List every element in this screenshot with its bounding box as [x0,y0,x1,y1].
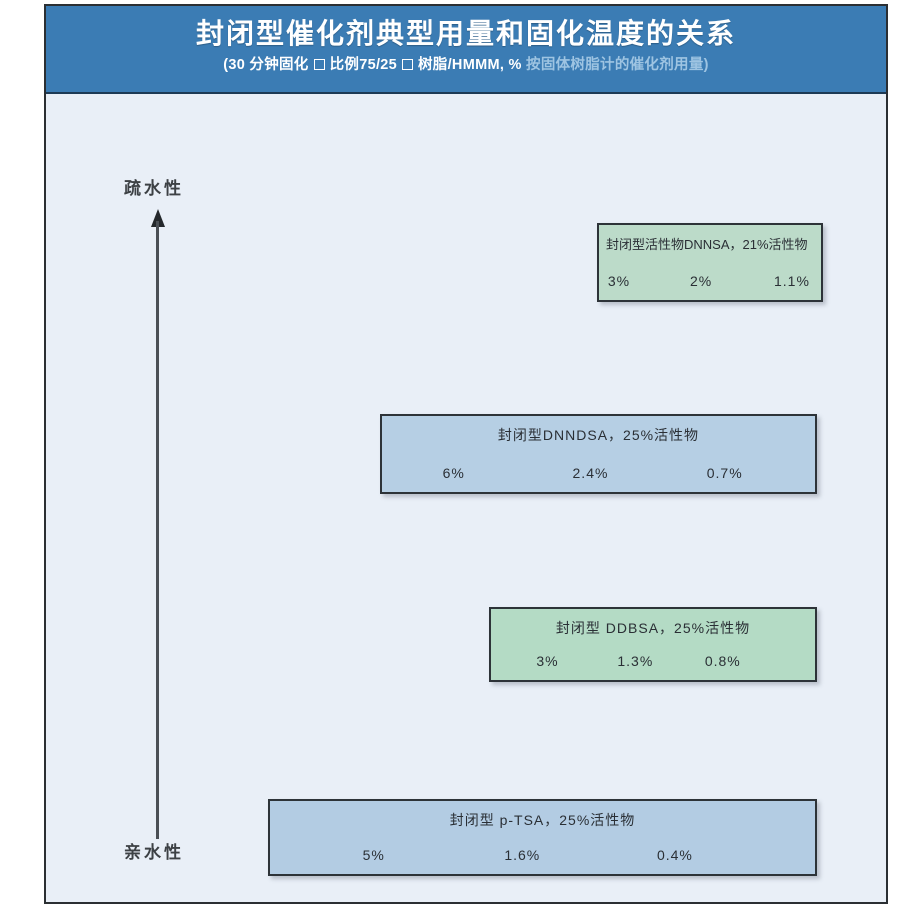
catalyst-values: 6% 2.4% 0.7% [382,465,815,483]
catalyst-value-2: 0.4% [656,847,693,863]
catalyst-label: 封闭型 p-TSA，25%活性物 [449,812,636,828]
catalyst-values: 3% 2% 1.1% [599,273,821,291]
catalyst-value-0: 6% [442,465,465,481]
catalyst-label: 封闭型活性物DNNSA，21%活性物 [606,237,808,252]
slide-frame: 封闭型催化剂典型用量和固化温度的关系 (30 分钟固化 比例75/25 树脂/HMM… [44,4,888,904]
subtitle-segment-duration: (30 分钟固化 [223,57,309,74]
catalyst-bar-dnndsa[interactable]: 封闭型DNNDSA，25%活性物 6% 2.4% 0.7% [380,414,817,494]
arrow-shaft [156,221,159,839]
subtitle-segment-ratio: 比例75/25 [329,57,397,74]
axis-label-hydrophilic: 亲水性 [124,843,184,862]
square-bullet-icon [402,58,413,70]
axis-label-hydrophobic: 疏水性 [124,179,184,198]
catalyst-value-2: 1.1% [773,273,810,289]
catalyst-value-2: 0.7% [706,465,743,481]
arrow-head [151,209,165,227]
catalyst-bar-dnnsa[interactable]: 封闭型活性物DNNSA，21%活性物 3% 2% 1.1% [597,223,823,302]
catalyst-value-0: 3% [536,653,559,669]
up-arrow-icon [151,209,165,839]
catalyst-label: 封闭型 DDBSA，25%活性物 [555,620,751,636]
subtitle-segment-resin: 树脂/HMMM, % [418,57,522,74]
catalyst-bar-ddbsa[interactable]: 封闭型 DDBSA，25%活性物 3% 1.3% 0.8% [489,607,817,682]
catalyst-values: 3% 1.3% 0.8% [491,653,815,671]
catalyst-value-1: 1.3% [617,653,654,669]
page-title: 封闭型催化剂典型用量和固化温度的关系 [195,18,736,49]
page-subtitle: (30 分钟固化 比例75/25 树脂/HMMM, % 按固体树脂计的催化剂用量) [46,50,886,74]
square-bullet-icon [313,58,325,70]
catalyst-label: 封闭型DNNDSA，25%活性物 [497,427,700,443]
catalyst-value-0: 3% [607,273,631,289]
catalyst-value-1: 1.6% [504,847,541,863]
catalyst-bar-ptsa[interactable]: 封闭型 p-TSA，25%活性物 5% 1.6% 0.4% [268,799,817,876]
catalyst-values: 5% 1.6% 0.4% [270,847,815,865]
catalyst-value-2: 0.8% [704,653,741,669]
subtitle-segment-basis: 按固体树脂计的催化剂用量) [526,57,709,74]
catalyst-value-1: 2.4% [572,465,609,481]
catalyst-value-1: 2% [690,273,713,289]
title-banner: 封闭型催化剂典型用量和固化温度的关系 (30 分钟固化 比例75/25 树脂/HMM… [46,6,886,94]
catalyst-value-0: 5% [362,847,385,863]
